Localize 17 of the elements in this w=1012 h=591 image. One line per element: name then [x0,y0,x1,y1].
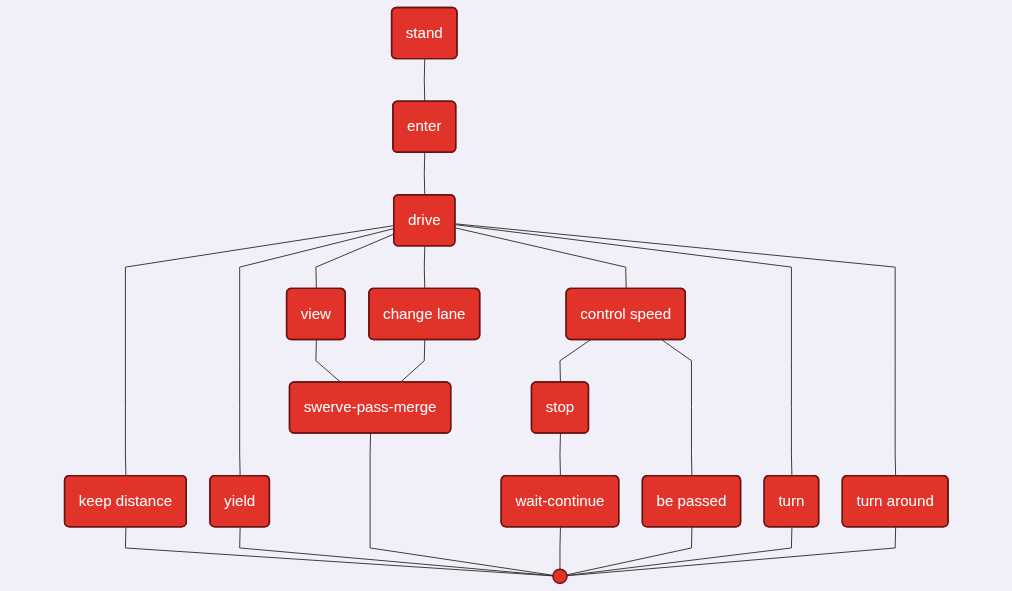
connector [454,227,627,290]
node-circle [551,568,568,585]
connector [559,526,561,570]
connector [454,224,793,477]
connector [566,526,693,576]
connector [423,245,425,290]
connector [423,152,425,196]
connector [566,526,793,576]
connector [454,223,896,477]
connector [315,339,342,383]
connector [559,339,591,383]
connector [559,433,561,477]
connector [661,339,693,477]
connector [423,58,425,103]
connector [566,526,896,577]
connector [369,433,554,576]
connector [399,339,425,383]
